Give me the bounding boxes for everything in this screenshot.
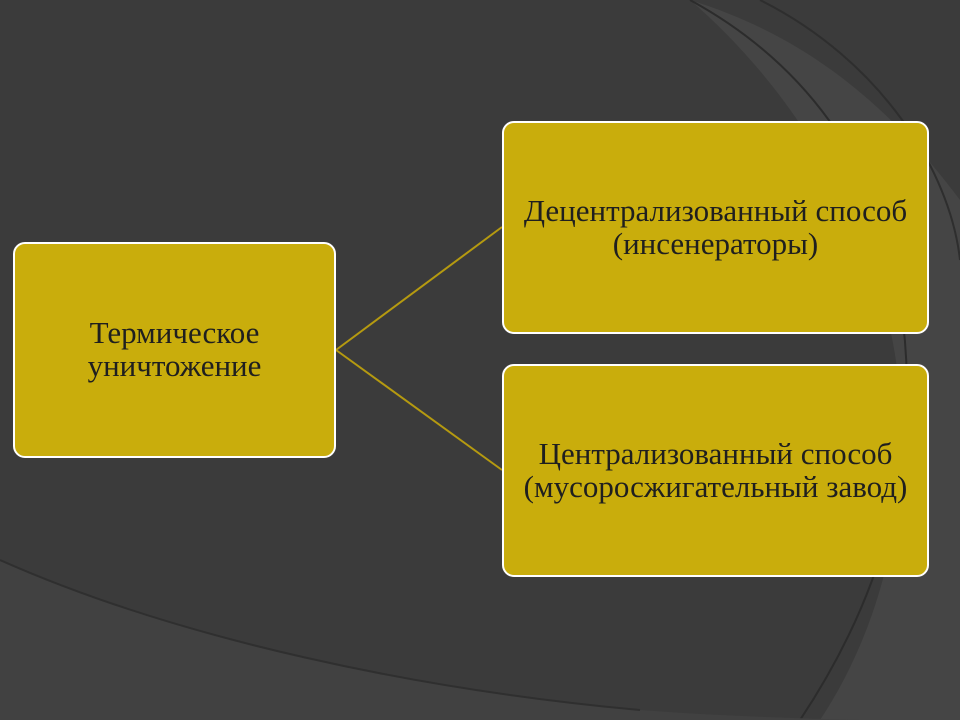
child-node-centralized: Централизованный способ (мусоросжигатель… bbox=[502, 364, 929, 577]
child-node-decentralized-label: Децентрализованный способ (инсенераторы) bbox=[523, 192, 908, 261]
root-node-label: Термическое уничтожение bbox=[87, 315, 262, 383]
child-node-centralized-label: Централизованный способ (мусоросжигатель… bbox=[523, 435, 908, 504]
root-node-box: Термическое уничтожение bbox=[13, 242, 336, 458]
child-node-decentralized: Децентрализованный способ (инсенераторы) bbox=[502, 121, 929, 334]
